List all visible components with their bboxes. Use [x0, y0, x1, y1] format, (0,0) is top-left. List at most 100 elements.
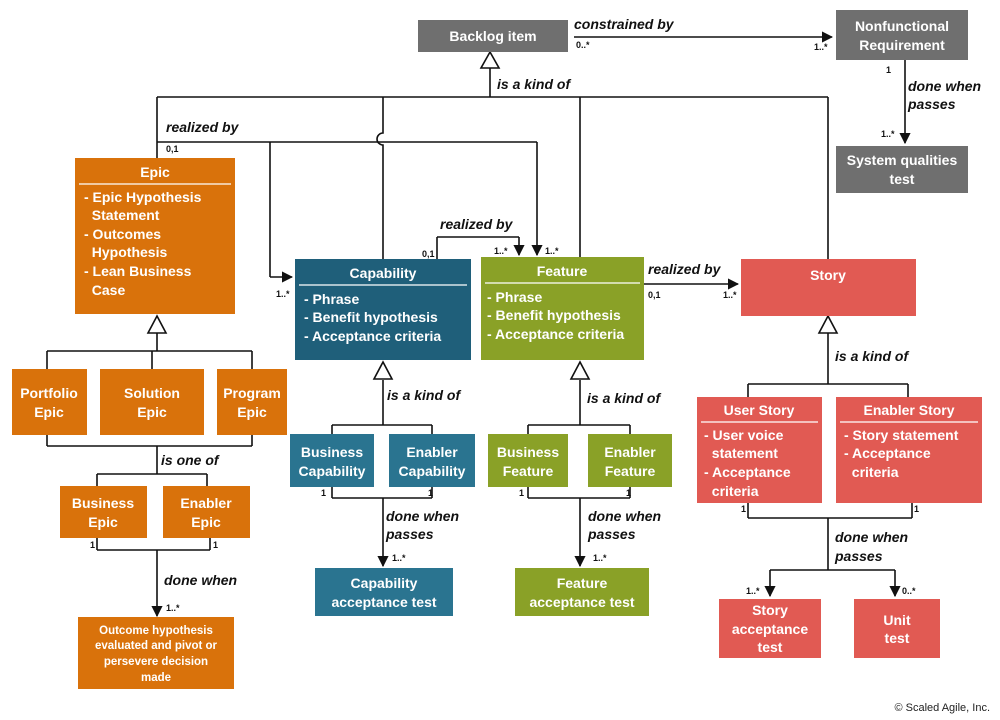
nfr-box: Nonfunctional Requirement	[836, 10, 968, 60]
mult-user-story-one: 1	[741, 504, 746, 514]
enabler-epic-line-2: Epic	[191, 514, 221, 530]
program-epic-line-2: Epic	[237, 404, 267, 420]
mult-enabler-epic-one: 1	[213, 540, 218, 550]
mult-story-one-many: 1..*	[723, 290, 737, 300]
user-story-attr-2: statement	[704, 445, 778, 461]
mult-capability-zero-one: 0,1	[422, 249, 435, 259]
capability-gen-triangle	[372, 360, 394, 380]
enabler-story-attr-3: criteria	[844, 464, 899, 480]
portfolio-epic-box: Portfolio Epic	[12, 369, 87, 435]
mult-story-test-one-many: 1..*	[746, 586, 760, 596]
mult-business-epic-one: 1	[90, 540, 95, 550]
user-story-title: User Story	[724, 402, 795, 418]
business-epic-line-2: Epic	[88, 514, 118, 530]
business-epic-box: Business Epic	[60, 486, 147, 538]
relation-labels: constrained by is a kind of done when pa…	[161, 16, 981, 588]
solution-epic-box: Solution Epic	[100, 369, 204, 435]
sys-test-line-2: test	[890, 171, 915, 187]
story-test-line-2: acceptance	[732, 621, 808, 637]
multiplicities: 0..* 1..* 1 1..* 0,1 1..* 0,1 1..* 1..* …	[90, 40, 919, 613]
mult-business-capability-one: 1	[321, 488, 326, 498]
label-feature-done-when: done when	[588, 508, 661, 524]
label-constrained-by: constrained by	[574, 16, 675, 32]
feature-acceptance-test-box: Feature acceptance test	[515, 568, 649, 616]
story-box: Story	[741, 259, 916, 316]
label-story-done-when: done when	[835, 529, 908, 545]
label-story-is-a-kind-of: is a kind of	[835, 348, 909, 364]
unit-test-line-1: Unit	[883, 612, 911, 628]
system-qualities-test-box: System qualities test	[836, 146, 968, 193]
mult-enabler-story-one: 1	[914, 504, 919, 514]
mult-enabler-capability-one: 1	[428, 488, 433, 498]
epic-title: Epic	[140, 164, 170, 180]
epic-attr-1: - Epic Hypothesis	[84, 189, 202, 205]
outcome-line-3: persevere decision	[104, 656, 208, 668]
business-feature-line-1: Business	[497, 444, 559, 460]
feature-attr-3: - Acceptance criteria	[487, 326, 624, 342]
capability-title: Capability	[350, 265, 417, 281]
unit-test-line-2: test	[885, 630, 910, 646]
solution-epic-line-1: Solution	[124, 385, 180, 401]
user-story-attr-4: criteria	[704, 483, 759, 499]
backlog-item-title: Backlog item	[449, 28, 536, 44]
unit-test-box: Unit test	[854, 599, 940, 658]
user-story-box: User Story - User voice statement - Acce…	[697, 397, 822, 503]
capability-attr-3: - Acceptance criteria	[304, 328, 441, 344]
feature-title: Feature	[537, 263, 588, 279]
enabler-feature-line-2: Feature	[605, 463, 656, 479]
label-backlog-is-a-kind-of: is a kind of	[497, 76, 571, 92]
backlog-gen-triangle	[479, 50, 501, 69]
epic-attr-5: - Lean Business	[84, 263, 192, 279]
user-story-attr-1: - User voice	[704, 427, 784, 443]
business-feature-box: Business Feature	[488, 434, 568, 487]
mult-feature-one-many-a: 1..*	[494, 246, 508, 256]
capability-acceptance-test-box: Capability acceptance test	[315, 568, 453, 616]
story-gen-triangle	[817, 314, 839, 334]
user-story-attr-3: - Acceptance	[704, 464, 791, 480]
enabler-epic-line-1: Enabler	[180, 495, 232, 511]
story-acceptance-test-box: Story acceptance test	[719, 599, 821, 658]
enabler-feature-line-1: Enabler	[604, 444, 656, 460]
copyright-notice: © Scaled Agile, Inc.	[894, 702, 990, 714]
story-title: Story	[810, 267, 846, 283]
story-test-line-1: Story	[752, 602, 788, 618]
business-capability-line-2: Capability	[299, 463, 366, 479]
label-capability-done-when: done when	[386, 508, 459, 524]
solution-epic-line-2: Epic	[137, 404, 167, 420]
feature-test-line-1: Feature	[557, 575, 608, 591]
feature-attr-2: - Benefit hypothesis	[487, 307, 621, 323]
mult-feature-zero-one: 0,1	[648, 290, 661, 300]
mult-outcome-one-many: 1..*	[166, 603, 180, 613]
enabler-capability-box: Enabler Capability	[389, 434, 475, 487]
mult-feature-one-many-b: 1..*	[545, 246, 559, 256]
enabler-epic-box: Enabler Epic	[163, 486, 250, 538]
label-epic-realized-by: realized by	[166, 119, 240, 135]
outcome-line-4: made	[141, 672, 171, 684]
generalization-triangles	[146, 50, 839, 380]
program-epic-line-1: Program	[223, 385, 281, 401]
capability-attr-1: - Phrase	[304, 291, 359, 307]
enabler-story-title: Enabler Story	[863, 402, 954, 418]
mult-unit-test-zero-many: 0..*	[902, 586, 916, 596]
mult-backlog-zero-many: 0..*	[576, 40, 590, 50]
outcome-line-2: evaluated and pivot or	[95, 640, 218, 652]
epic-attr-4: Hypothesis	[84, 244, 167, 260]
label-nfr-passes: passes	[907, 96, 956, 112]
mult-nfr-one-many: 1..*	[814, 42, 828, 52]
label-nfr-done-when: done when	[908, 78, 981, 94]
epic-attr-2: Statement	[84, 207, 160, 223]
mult-sys-test-one-many: 1..*	[881, 129, 895, 139]
mult-enabler-feature-one: 1	[626, 488, 631, 498]
feature-attr-1: - Phrase	[487, 289, 542, 305]
story-test-line-3: test	[758, 639, 783, 655]
mult-nfr-one: 1	[886, 65, 891, 75]
mult-capability-one-many: 1..*	[276, 289, 290, 299]
label-capability-passes: passes	[385, 526, 434, 542]
sys-test-line-1: System qualities	[847, 152, 958, 168]
business-capability-box: Business Capability	[290, 434, 374, 487]
mult-epic-zero-one: 0,1	[166, 144, 179, 154]
enabler-story-attr-2: - Acceptance	[844, 445, 931, 461]
portfolio-epic-line-1: Portfolio	[20, 385, 78, 401]
label-capability-is-a-kind-of: is a kind of	[387, 387, 461, 403]
